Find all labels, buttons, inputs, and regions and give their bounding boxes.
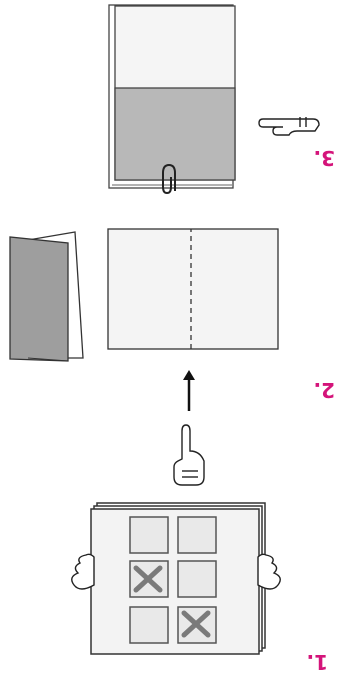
hand-right-icon (71, 553, 95, 590)
folded-booklet-icon (9, 231, 84, 362)
rotated-diagram-group: 1. 2. 3. (9, 4, 335, 674)
hand-left-icon (257, 553, 281, 590)
step-number-3: 3. (313, 146, 335, 170)
open-sheet (107, 228, 279, 350)
cross-marks (133, 565, 211, 638)
fold-arrow-icon (183, 370, 195, 411)
step-1-illustration (71, 502, 281, 655)
step-2-illustration (9, 228, 279, 486)
step-number-2: 2. (313, 378, 335, 402)
paper-clip-icon (162, 163, 176, 195)
pointing-hand-icon (173, 424, 205, 486)
pointing-hand-sideways-icon (258, 117, 320, 136)
step-number-1: 1. (306, 650, 328, 674)
folded-half (114, 87, 236, 181)
step-3-illustration (108, 4, 320, 195)
